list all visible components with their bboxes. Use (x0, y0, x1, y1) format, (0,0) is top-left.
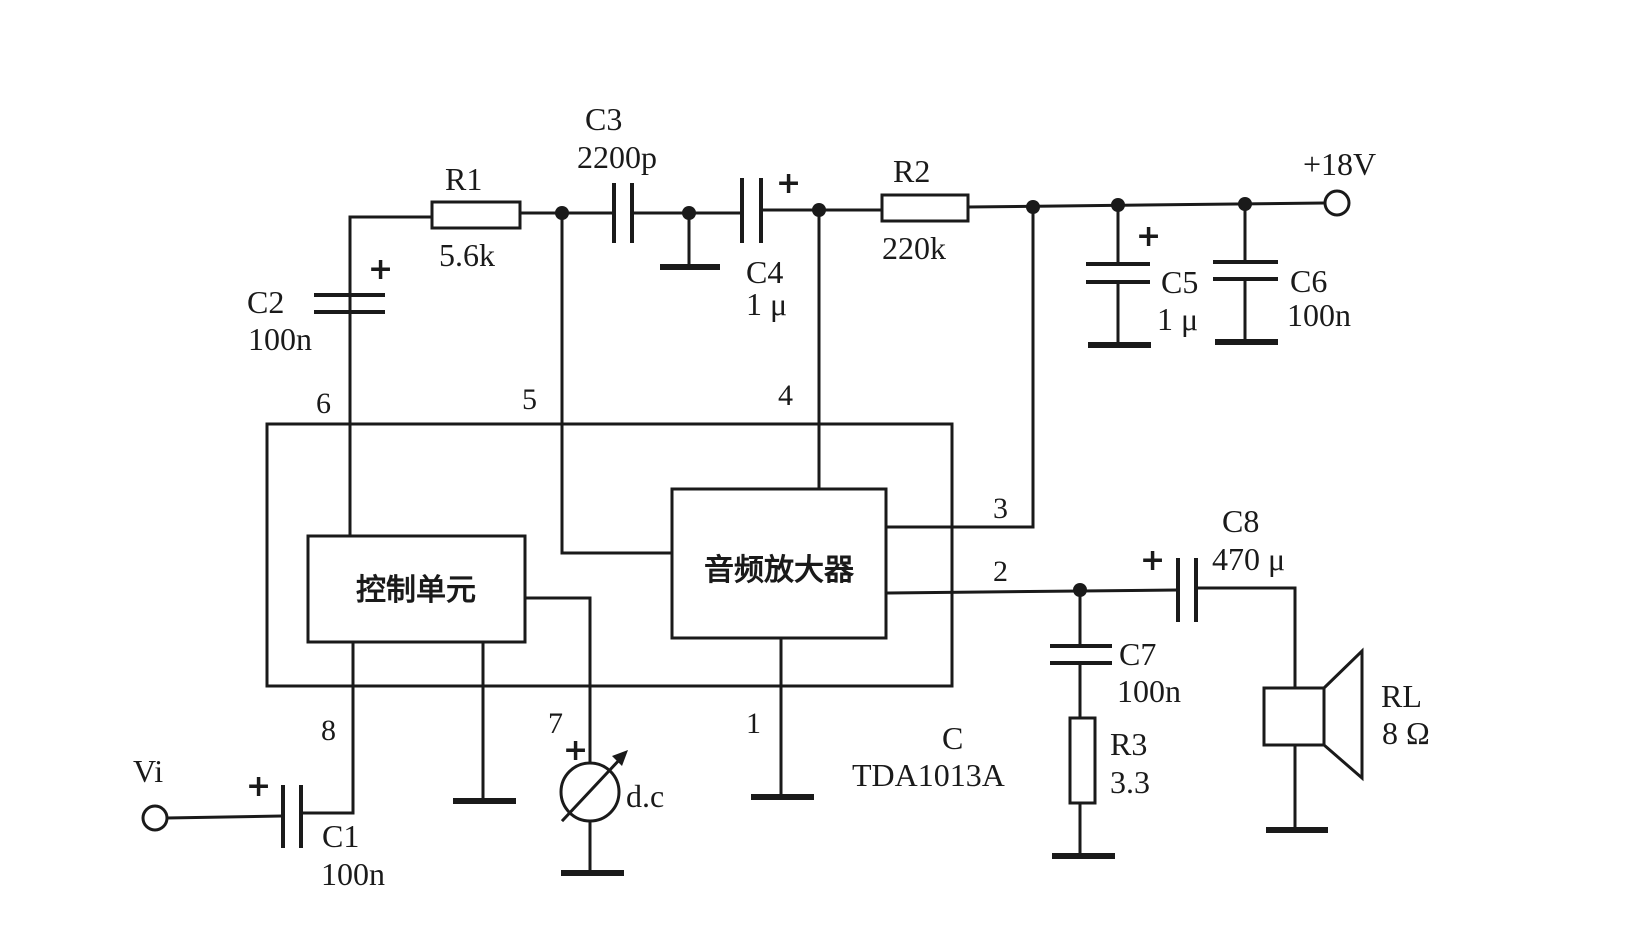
c1-label: C1 (322, 818, 359, 854)
r1-resistor (430, 200, 522, 230)
c5-value: 1 μ (1157, 301, 1198, 337)
c4-value: 1 μ (746, 286, 787, 322)
r3-resistor (1068, 716, 1097, 805)
pin-2: 2 (993, 555, 1008, 588)
pin-8: 8 (321, 714, 336, 747)
r1-label: R1 (445, 161, 482, 197)
c1-polarity: + (246, 769, 271, 804)
c6-value: 100n (1287, 297, 1351, 333)
supply-label: +18V (1303, 146, 1376, 182)
load-label: RL (1381, 678, 1422, 714)
r2-resistor (880, 193, 970, 223)
c7-capacitor (1050, 644, 1112, 665)
pin-5: 5 (522, 383, 537, 416)
c2-polarity: + (368, 252, 393, 287)
c8-label: C8 (1222, 503, 1259, 539)
c4-label: C4 (746, 254, 783, 290)
pin-6: 6 (316, 387, 331, 420)
c8-value: 470 μ (1212, 541, 1285, 577)
audio-amplifier-label: 音频放大器 (704, 553, 855, 588)
c2-label: C2 (247, 284, 284, 320)
ic-part-number: TDA1013A (852, 757, 1005, 793)
c5-capacitor (1086, 205, 1151, 348)
c8-polarity: + (1140, 543, 1165, 578)
r2-value: 220k (882, 230, 946, 266)
pin-4: 4 (778, 379, 793, 412)
pin-3: 3 (993, 492, 1008, 525)
c3-value: 2200p (577, 139, 657, 175)
c2-value: 100n (248, 321, 312, 357)
junction-dots (555, 197, 1252, 597)
c4-capacitor (740, 178, 763, 243)
c5-label: C5 (1161, 264, 1198, 300)
r3-value: 3.3 (1110, 764, 1150, 800)
c1-value: 100n (321, 856, 385, 892)
c3-capacitor (612, 183, 634, 243)
supply-terminal (1323, 189, 1351, 217)
c2-capacitor (314, 293, 385, 314)
ic-bottom-wires (166, 596, 814, 876)
load-value: 8 Ω (1382, 715, 1430, 751)
c1-capacitor (281, 785, 303, 848)
c6-label: C6 (1290, 263, 1327, 299)
ic-pin-wires (348, 205, 1297, 857)
c6-capacitor (1213, 202, 1278, 345)
ic-letter: C (942, 720, 963, 756)
speaker-icon (1262, 647, 1364, 833)
c5-polarity: + (1136, 219, 1161, 254)
control-unit-block (306, 534, 527, 644)
r2-label: R2 (893, 153, 930, 189)
c7-label: C7 (1119, 636, 1156, 672)
pin-7: 7 (548, 707, 563, 740)
r1-value: 5.6k (439, 237, 495, 273)
audio-amplifier-block (670, 487, 888, 640)
c3-label: C3 (585, 101, 622, 137)
c7-value: 100n (1117, 673, 1181, 709)
c8-capacitor (1176, 558, 1198, 622)
input-label: Vi (133, 753, 163, 789)
ic-package-outline (265, 422, 954, 688)
meter-polarity: + (563, 733, 588, 768)
input-terminal (141, 804, 169, 832)
pin-1: 1 (746, 707, 761, 740)
meter-label: d.c (626, 778, 664, 814)
control-unit-label: 控制单元 (356, 573, 476, 608)
r3-label: R3 (1110, 726, 1147, 762)
dc-meter-icon (559, 750, 628, 823)
c4-polarity: + (776, 166, 801, 201)
